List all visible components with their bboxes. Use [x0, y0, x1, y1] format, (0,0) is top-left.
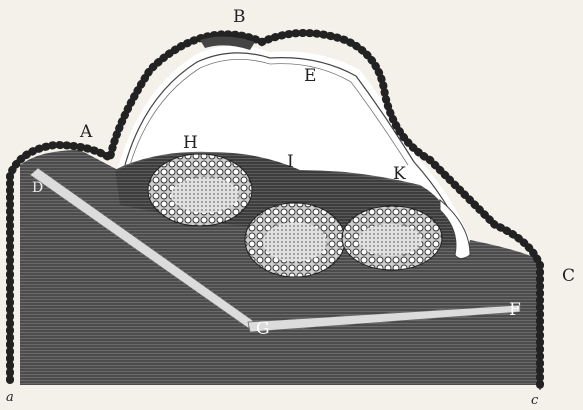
label-B: B	[233, 7, 246, 27]
label-C: C	[562, 266, 575, 286]
label-c: c	[531, 393, 539, 408]
cell-cluster-I	[245, 203, 345, 277]
label-a: a	[6, 390, 14, 405]
cell-cluster-K	[342, 206, 442, 270]
label-E: E	[304, 66, 316, 86]
label-G: G	[256, 319, 270, 339]
label-A: A	[79, 122, 93, 142]
cell-cluster-H	[148, 154, 252, 226]
label-H: H	[183, 133, 198, 153]
label-F: F	[509, 300, 521, 320]
label-D: D	[32, 180, 43, 196]
label-K: K	[393, 164, 406, 184]
label-I: I	[287, 152, 294, 172]
